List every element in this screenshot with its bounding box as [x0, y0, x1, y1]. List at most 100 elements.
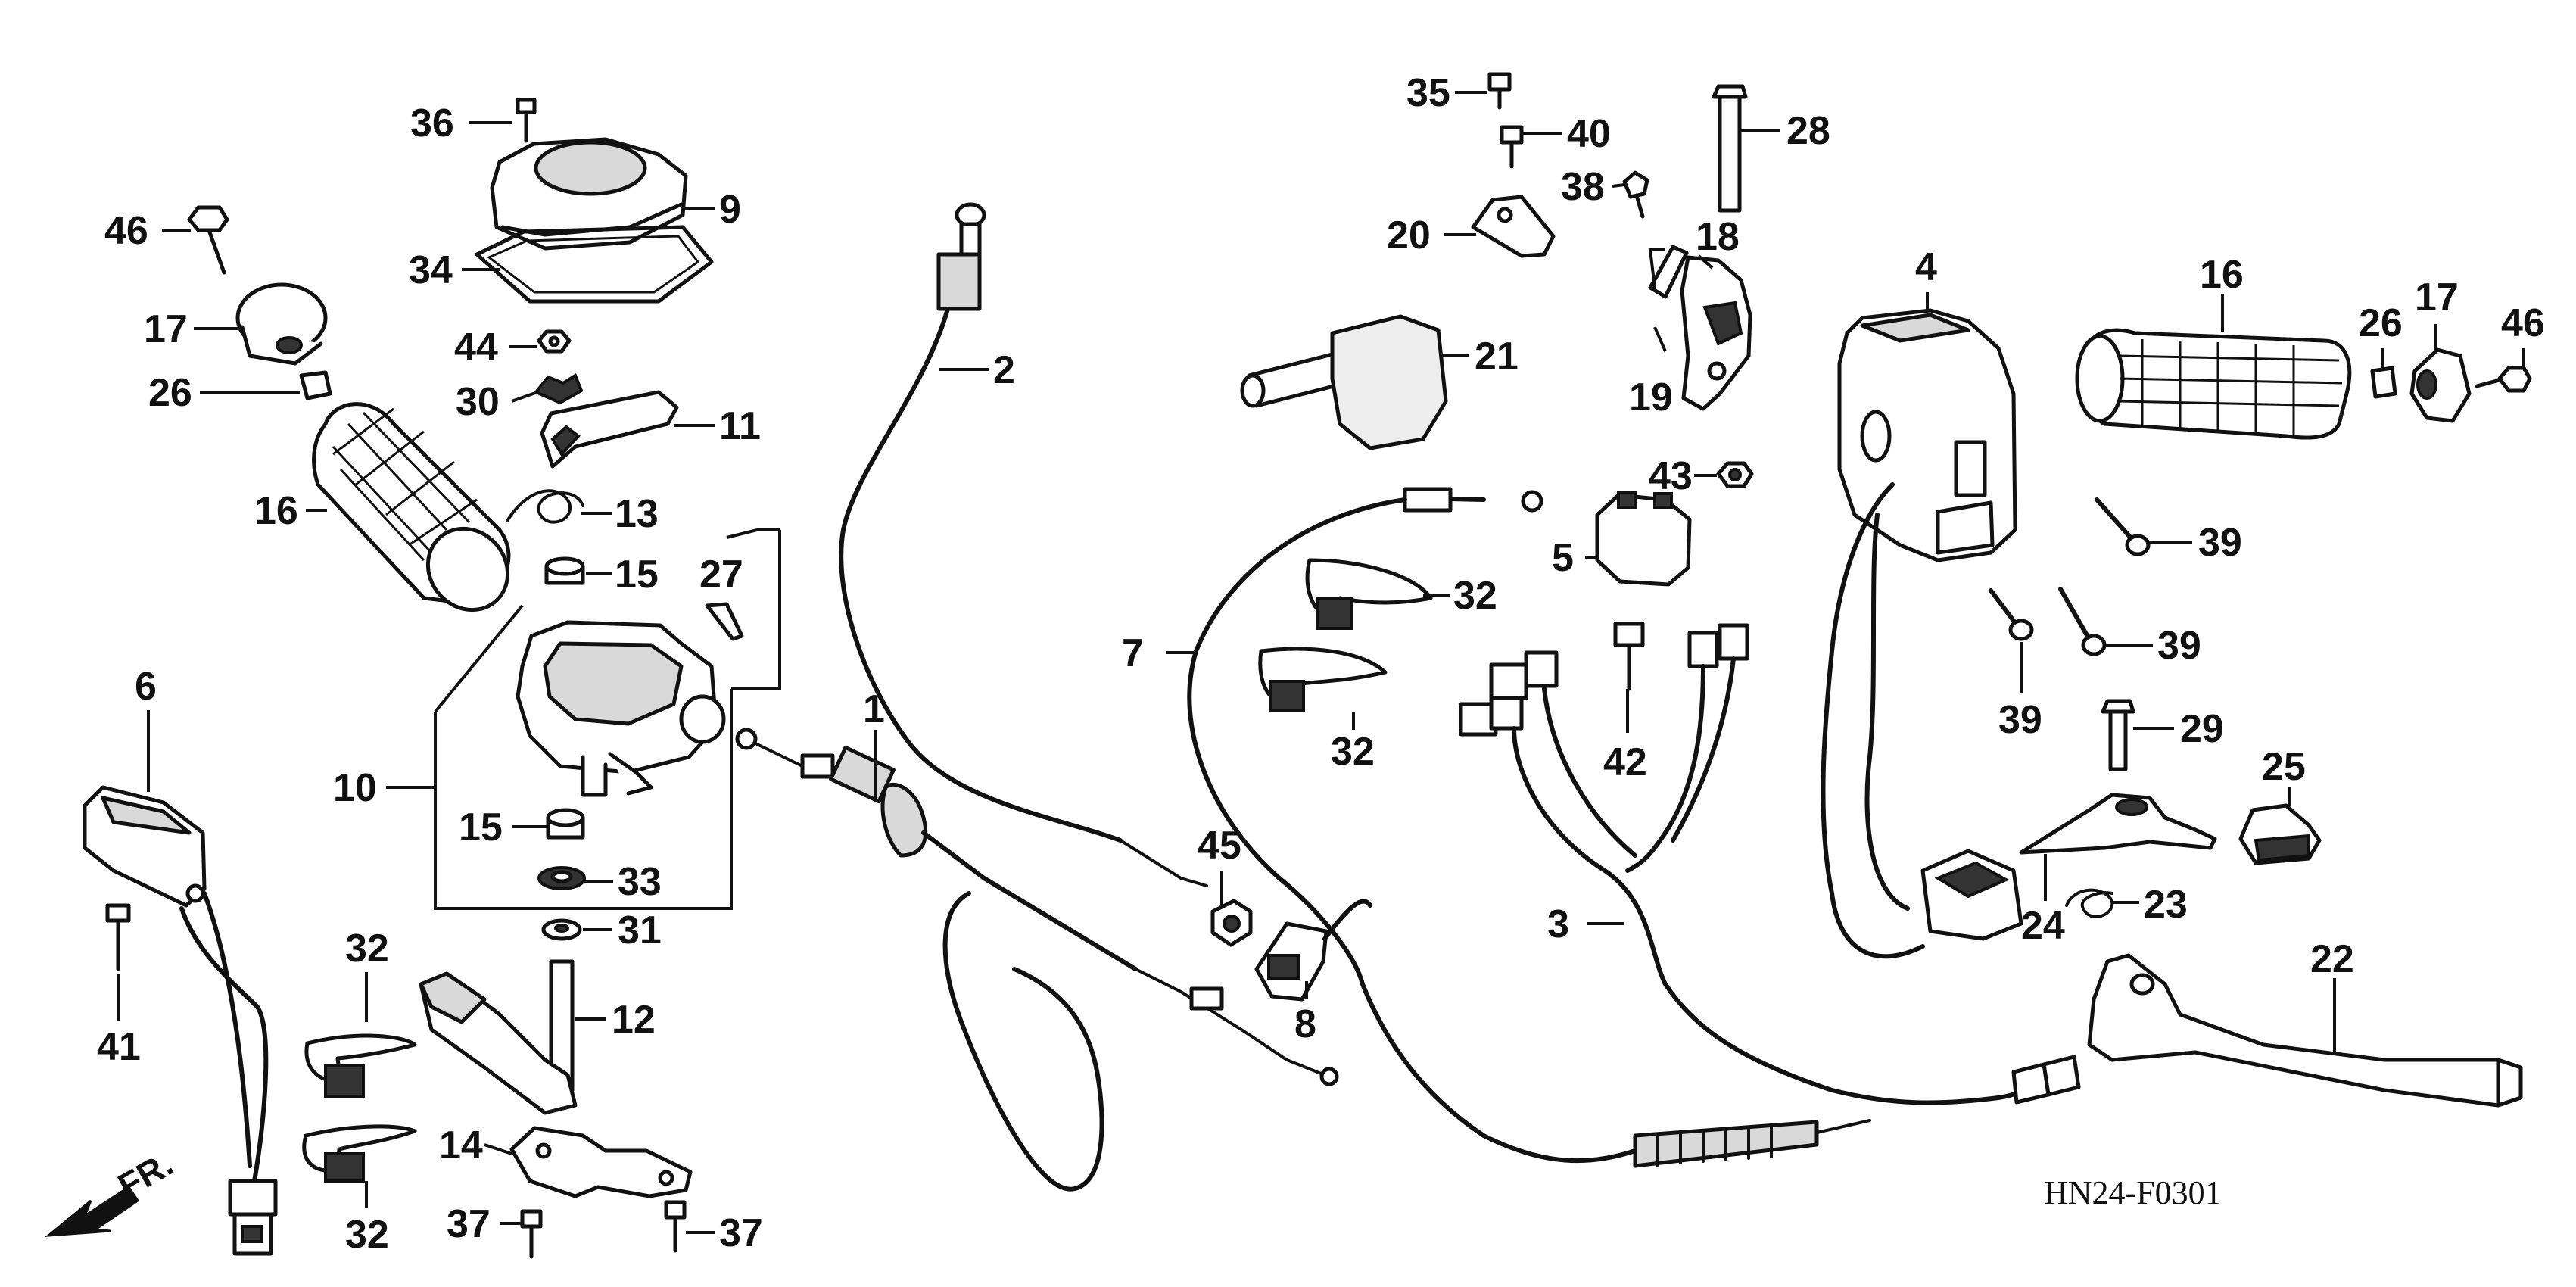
part-switch-6 — [83, 785, 278, 1256]
part-nut-43 — [1716, 461, 1754, 488]
callout-14: 14 — [439, 1123, 483, 1167]
callout-10: 10 — [333, 766, 377, 810]
callout-43: 43 — [1649, 454, 1693, 498]
part-screw-36 — [516, 98, 537, 143]
part-collar-26r — [2370, 366, 2397, 399]
part-throttle-housing-10 — [516, 620, 726, 797]
part-cover-25 — [2238, 803, 2322, 865]
part-pin-27 — [705, 602, 744, 641]
callout-13: 13 — [615, 492, 659, 536]
callout-29: 29 — [2180, 707, 2224, 751]
part-grip-16l — [312, 402, 511, 612]
callout-37-a: 37 — [447, 1202, 491, 1246]
part-bar-end-17l — [235, 282, 328, 366]
part-bolt-37a — [520, 1209, 543, 1259]
part-screw-35 — [1487, 72, 1512, 110]
callout-32-c: 32 — [1453, 574, 1497, 618]
part-bolt-41 — [105, 903, 131, 971]
part-plate-11 — [540, 390, 679, 469]
callout-2: 2 — [993, 348, 1015, 392]
part-bracket-18 — [1648, 245, 1752, 411]
callout-7: 7 — [1122, 631, 1144, 675]
part-harness-3 — [1459, 623, 2081, 1105]
callout-17-left: 17 — [144, 307, 188, 351]
callout-32-a: 32 — [345, 927, 389, 971]
callout-45: 45 — [1198, 824, 1241, 868]
callout-15-top: 15 — [615, 553, 659, 597]
callout-24: 24 — [2021, 904, 2065, 948]
callout-22: 22 — [2310, 937, 2354, 981]
part-spring-13 — [506, 489, 584, 524]
callout-1: 1 — [863, 687, 885, 731]
callout-35: 35 — [1406, 71, 1450, 115]
part-bolt-42 — [1613, 622, 1645, 691]
part-bolt-29 — [2101, 699, 2135, 771]
part-gasket-34 — [475, 225, 714, 304]
part-nut-44 — [537, 329, 572, 354]
part-collar-15b — [546, 808, 585, 840]
part-bolt-45 — [1210, 899, 1253, 947]
part-screw-39a — [2095, 497, 2151, 556]
part-clamp-14 — [509, 1126, 693, 1198]
front-arrow-icon: FR. — [45, 1144, 179, 1237]
callout-36: 36 — [410, 101, 454, 145]
callout-38: 38 — [1561, 165, 1605, 209]
callout-8: 8 — [1294, 1002, 1316, 1046]
callout-41: 41 — [97, 1025, 141, 1069]
part-washer-33 — [537, 866, 586, 890]
callout-34: 34 — [409, 248, 453, 292]
callout-20: 20 — [1387, 213, 1431, 257]
callout-30: 30 — [456, 380, 500, 424]
callout-32-d: 32 — [1331, 730, 1375, 774]
callout-18: 18 — [1696, 215, 1740, 259]
part-washer-31 — [541, 918, 582, 941]
callout-9: 9 — [719, 188, 741, 232]
part-screw-39b — [2058, 587, 2107, 656]
diagram-code: HN24-F0301 — [2044, 1174, 2222, 1211]
part-bolt-28 — [1712, 84, 1748, 213]
part-cable-2 — [839, 202, 1208, 887]
callout-40: 40 — [1567, 112, 1611, 156]
callout-33: 33 — [618, 860, 662, 904]
callout-37-b: 37 — [719, 1211, 763, 1255]
callout-39-a: 39 — [2198, 521, 2242, 565]
part-screw-38 — [1622, 170, 1649, 219]
part-cable-7 — [1187, 487, 1871, 1168]
part-cable-holder-8 — [1254, 921, 1328, 1002]
callout-5: 5 — [1552, 536, 1574, 580]
callout-19: 19 — [1629, 376, 1673, 419]
callout-46-left: 46 — [104, 209, 148, 253]
part-clamp-band-32b — [302, 1124, 417, 1183]
part-bolt-46l — [187, 205, 229, 275]
callout-39-b: 39 — [2157, 624, 2201, 668]
callout-31: 31 — [618, 908, 662, 952]
part-switch-housing-4 — [1821, 308, 2023, 959]
leader-lines — [117, 91, 2525, 1234]
part-spring-23 — [2065, 888, 2114, 918]
callout-16-right: 16 — [2200, 253, 2244, 297]
callout-42: 42 — [1603, 740, 1647, 784]
part-clip-30 — [533, 373, 584, 405]
part-brake-lever-22 — [2087, 953, 2523, 1108]
part-screw-39c — [1989, 588, 2034, 641]
callout-25: 25 — [2262, 745, 2306, 789]
callout-15-bottom: 15 — [459, 806, 503, 849]
callout-23: 23 — [2144, 883, 2188, 927]
part-clamp-band-32d — [1258, 647, 1388, 712]
callout-12: 12 — [612, 998, 656, 1042]
callout-3: 3 — [1547, 902, 1569, 946]
part-lever-24 — [2019, 793, 2217, 855]
part-grip-16r — [2075, 328, 2352, 440]
part-collar-26l — [299, 370, 332, 400]
part-bar-end-17r — [2409, 347, 2472, 423]
callout-17-right: 17 — [2415, 276, 2459, 319]
callout-28: 28 — [1786, 109, 1830, 153]
part-cable-1 — [735, 728, 1339, 1192]
callout-46-right: 46 — [2501, 301, 2545, 345]
callout-32-b: 32 — [345, 1213, 389, 1257]
callout-4: 4 — [1915, 245, 1937, 289]
part-clamp-band-32a — [304, 1033, 417, 1098]
callout-44: 44 — [454, 326, 498, 369]
part-collar-15a — [544, 556, 585, 585]
